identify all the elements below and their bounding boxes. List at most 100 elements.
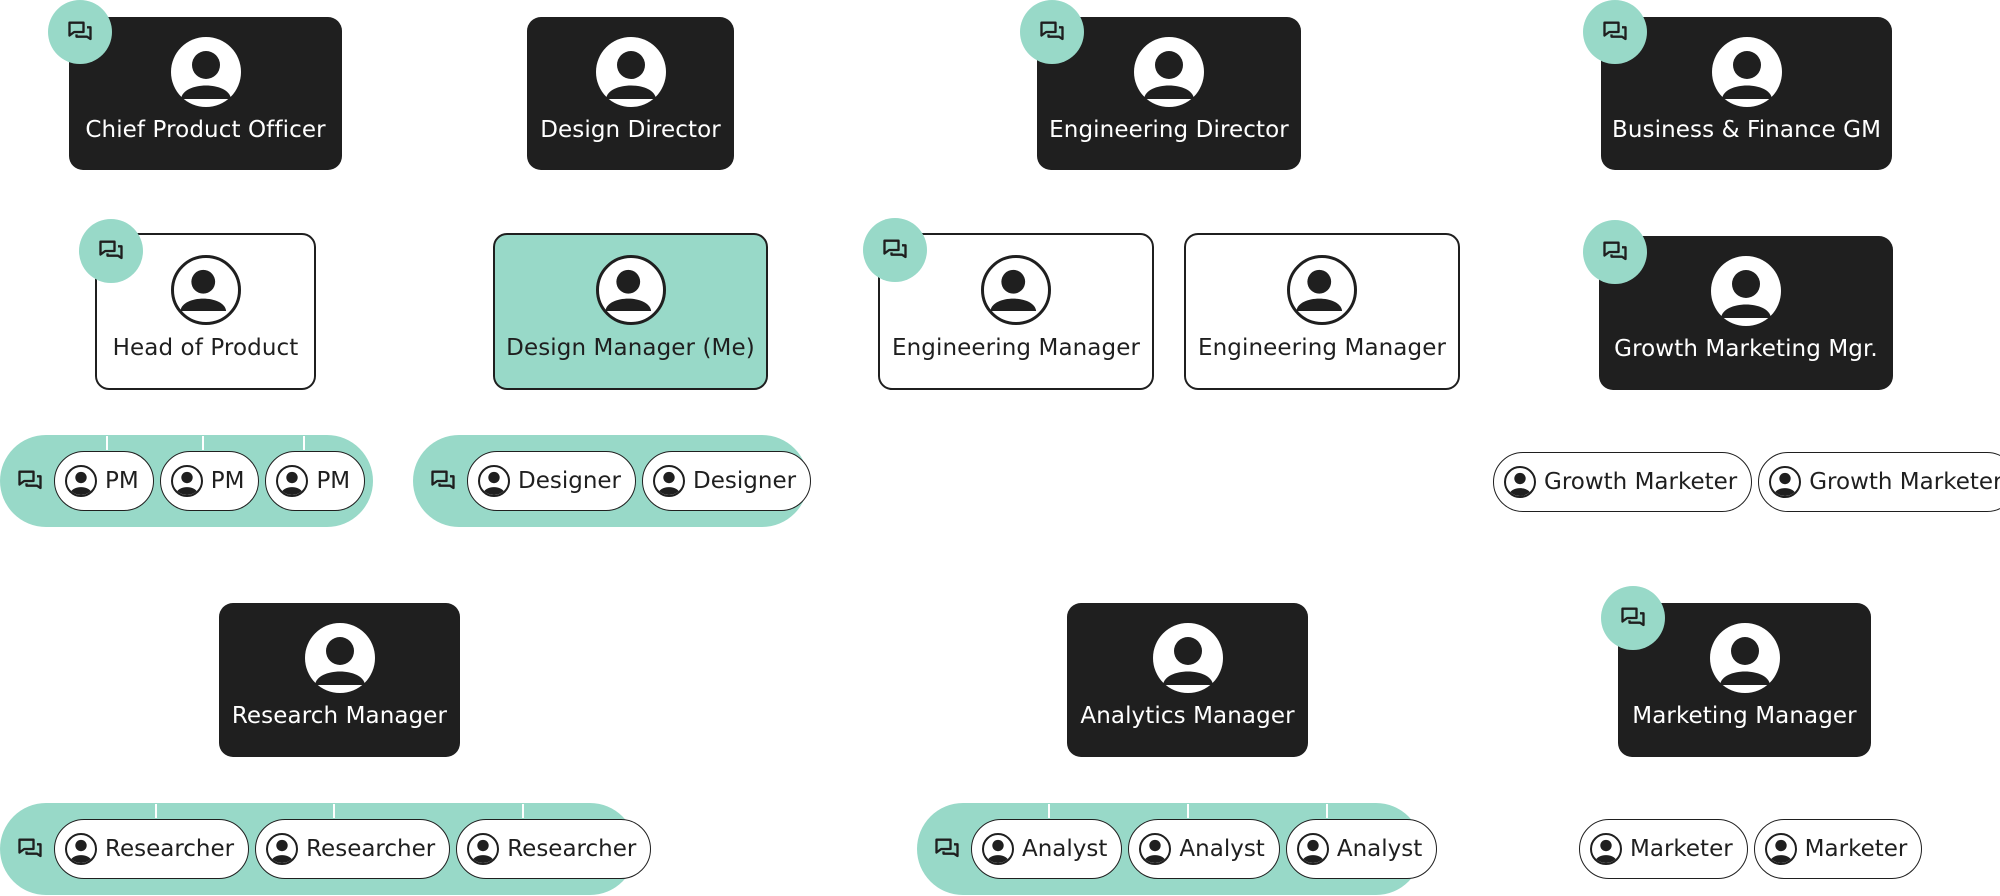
person-avatar-icon [1152,623,1223,693]
person-avatar-icon [1711,37,1782,107]
person-avatar-icon [1711,256,1781,326]
node-title: Analytics Manager [1080,703,1295,729]
team-group-design[interactable]: Designer Designer [413,435,812,527]
node-design-manager-me[interactable]: Design Manager (Me) [493,233,768,390]
team-member-pill[interactable]: Analyst [1128,819,1280,879]
node-engineering-manager-2[interactable]: Engineering Manager [1184,233,1460,390]
team-member-pill[interactable]: Marketer [1579,819,1748,879]
team-member-label: Researcher [306,836,436,862]
team-member-pill[interactable]: PM [159,451,260,511]
team-member-pill[interactable]: Researcher [54,819,250,879]
team-member-label: Analyst [1336,836,1423,862]
node-title: Design Manager (Me) [506,335,755,361]
node-title: Head of Product [112,335,299,361]
chat-bubbles-icon[interactable] [16,835,44,863]
team-member-label: Researcher [507,836,637,862]
chat-bubbles-icon[interactable] [429,467,457,495]
chat-bubbles-icon[interactable] [1583,0,1647,64]
person-avatar-icon [65,833,97,865]
team-member-label: Growth Marketer [1544,469,1738,495]
node-title: Chief Product Officer [85,117,326,143]
node-chief-product-officer[interactable]: Chief Product Officer [69,17,342,170]
team-member-label: Growth Marketer [1809,469,2000,495]
team-group-marketing: Marketer Marketer [1579,819,1923,879]
node-title: Engineering Manager [1197,335,1447,361]
connector-line [106,436,108,450]
node-title: Business & Finance GM [1611,117,1882,143]
team-member-label: PM [316,468,351,494]
person-avatar-icon [595,37,666,107]
team-member-label: Designer [693,468,797,494]
chat-bubbles-icon[interactable] [933,835,961,863]
person-avatar-icon [1709,623,1780,693]
person-avatar-icon [1769,466,1802,498]
team-member-pill[interactable]: Growth Marketer [1758,452,2000,512]
person-avatar-icon [1590,833,1622,865]
person-avatar-icon [1139,833,1172,865]
node-title: Research Manager [231,703,448,729]
team-member-label: Marketer [1804,836,1908,862]
person-avatar-icon [170,37,241,107]
node-design-director[interactable]: Design Director [527,17,734,170]
connector-line [522,804,524,818]
person-avatar-icon [981,255,1051,325]
node-title: Design Director [540,117,721,143]
team-member-label: Analyst [1179,836,1265,862]
node-title: Engineering Manager [891,335,1141,361]
person-avatar-icon [170,465,203,497]
team-member-label: PM [105,468,139,494]
chat-bubbles-icon[interactable] [1020,0,1084,64]
team-member-pill[interactable]: Growth Marketer [1493,452,1753,512]
connector-line [1187,804,1189,818]
person-avatar-icon [982,833,1014,865]
person-avatar-icon [1504,466,1536,498]
node-business-finance-gm[interactable]: Business & Finance GM [1601,17,1892,170]
chat-bubbles-icon[interactable] [863,218,927,282]
person-avatar-icon [170,255,241,325]
person-avatar-icon [478,465,510,497]
person-avatar-icon [467,833,500,865]
person-avatar-icon [65,465,97,497]
node-research-manager[interactable]: Research Manager [219,603,460,757]
team-member-pill[interactable]: PM [54,451,154,511]
team-member-pill[interactable]: Marketer [1753,819,1923,879]
connector-line [155,804,157,818]
team-member-label: Marketer [1630,836,1733,862]
person-avatar-icon [1134,37,1204,107]
node-growth-marketing-mgr[interactable]: Growth Marketing Mgr. [1599,236,1893,390]
team-member-pill[interactable]: Researcher [255,819,451,879]
person-avatar-icon [1764,833,1797,865]
node-title: Marketing Manager [1632,703,1857,729]
connector-line [1048,804,1050,818]
team-member-pill[interactable]: Designer [467,451,637,511]
node-title: Engineering Director [1049,117,1289,143]
chat-bubbles-icon[interactable] [16,467,44,495]
connector-line [303,436,305,450]
team-group-research[interactable]: Researcher Researcher Researcher [0,803,652,895]
person-avatar-icon [1296,833,1329,865]
chat-bubbles-icon[interactable] [1601,586,1665,650]
connector-line [202,436,204,450]
node-analytics-manager[interactable]: Analytics Manager [1067,603,1308,757]
team-member-pill[interactable]: Designer [642,451,812,511]
person-avatar-icon [304,623,375,693]
team-member-label: Designer [518,468,622,494]
team-member-label: Researcher [105,836,235,862]
chat-bubbles-icon[interactable] [1583,220,1647,284]
person-avatar-icon [1287,255,1357,325]
team-member-label: Analyst [1022,836,1108,862]
team-group-analytics[interactable]: Analyst Analyst Analyst [917,803,1438,895]
person-avatar-icon [266,833,299,865]
team-group-product[interactable]: PM PM PM [0,435,373,527]
team-member-pill[interactable]: PM [265,451,366,511]
team-member-pill[interactable]: Analyst [971,819,1123,879]
team-group-growth: Growth Marketer Growth Marketer [1493,452,2000,512]
chat-bubbles-icon[interactable] [48,0,112,64]
team-member-pill[interactable]: Analyst [1285,819,1438,879]
connector-line [1326,804,1328,818]
node-title: Growth Marketing Mgr. [1614,336,1878,362]
person-avatar-icon [595,255,666,325]
chat-bubbles-icon[interactable] [79,219,143,283]
team-member-pill[interactable]: Researcher [456,819,652,879]
person-avatar-icon [276,465,309,497]
